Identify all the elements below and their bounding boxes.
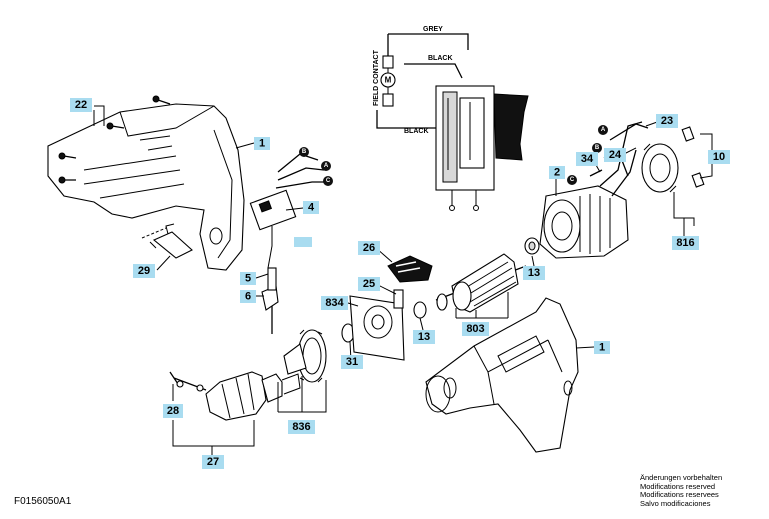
part-26-cover [387,255,433,283]
svg-text:22: 22 [75,99,87,111]
svg-text:34: 34 [581,153,594,165]
part-label-2: 2 [549,166,565,179]
part-label-22: 22 [70,98,92,112]
motor-symbol-letter: M [385,76,392,85]
wire-marker-b-right: B [592,143,602,153]
modifications-footnote: Änderungen vorbehalten Modifications res… [640,473,723,508]
svg-text:23: 23 [661,115,673,127]
part-label-27: 27 [202,455,224,469]
part-label-28: 28 [163,404,183,418]
part-label-6: 6 [240,290,256,303]
part-label-26: 26 [358,241,380,255]
svg-text:1: 1 [259,138,265,150]
svg-text:27: 27 [207,456,219,468]
wire-marker-c-left: C [323,176,333,186]
svg-text:2: 2 [554,167,560,179]
part-label-29: 29 [133,264,155,278]
part-label-4: 4 [303,201,319,214]
assembled-drill [425,297,579,453]
svg-text:4: 4 [308,202,315,214]
wire-label-grey: GREY [423,26,443,33]
wire-label-field-contact: FIELD CONTACT [373,49,380,106]
part-label-13-upper: 13 [523,266,545,280]
svg-text:6: 6 [245,291,251,303]
part-label-31: 31 [341,355,363,369]
svg-text:25: 25 [363,278,375,290]
housing-half-left [47,95,245,271]
svg-text:A: A [324,163,329,169]
drill-chuck [205,371,301,421]
wire-label-black-bottom: BLACK [404,128,429,135]
part-label-803: 803 [462,322,489,336]
svg-text:C: C [570,177,575,183]
part-label-34: 34 [576,152,598,166]
part-label-10: 10 [708,150,730,164]
carbon-brushes [681,126,705,188]
part-label-836: 836 [288,420,315,434]
field-contact-upper [382,55,394,69]
svg-text:C: C [326,178,331,184]
wire-marker-b-left: B [299,147,309,157]
wire-marker-a-left: A [321,161,331,171]
svg-text:803: 803 [466,323,484,335]
svg-text:13: 13 [528,267,540,279]
svg-text:B: B [302,149,307,155]
part-label-1-housing: 1 [254,137,270,150]
chuck-key [169,371,207,392]
field-stator [539,121,643,259]
svg-text:26: 26 [363,242,375,254]
wiring-schematic: GREY BLACK FIELD CONTACT M BLACK [373,26,529,211]
gear-assembly [283,323,355,383]
part-label-23: 23 [656,114,678,128]
cord-and-switch [249,153,325,334]
svg-text:5: 5 [245,273,251,285]
part-label-25: 25 [358,277,380,291]
part-label-13-lower: 13 [413,330,435,344]
blank-callout [294,237,312,247]
svg-text:10: 10 [713,151,725,163]
svg-text:24: 24 [609,149,622,161]
footnote-line-de: Änderungen vorbehalten [640,473,723,482]
part-29-clip [141,223,193,259]
svg-text:1: 1 [599,342,605,354]
armature [435,237,540,313]
svg-text:816: 816 [676,237,694,249]
field-contact-lower [382,93,394,107]
part-label-1-drill: 1 [594,341,610,354]
part-label-834: 834 [321,296,348,310]
drawing-code: F0156050A1 [14,496,72,507]
part-label-24: 24 [604,148,626,162]
svg-text:13: 13 [418,331,430,343]
part-label-816: 816 [672,236,699,250]
wire-marker-a-right: A [598,125,608,135]
brush-holder-ring [641,143,679,193]
footnote-line-es: Salvo modificaciones [640,498,711,508]
footnote-line-en: Modifications reserved [640,481,716,491]
wire-label-black-top: BLACK [428,55,453,62]
svg-text:834: 834 [325,297,344,309]
gear-plate [349,289,427,361]
svg-text:A: A [601,127,606,133]
switch-assembly [435,85,529,211]
svg-text:28: 28 [167,405,179,417]
footnote-line-fr: Modifications reservees [640,490,719,500]
part-label-5: 5 [240,272,256,285]
svg-text:836: 836 [292,421,310,433]
svg-text:B: B [595,145,600,151]
svg-text:31: 31 [346,356,358,368]
wire-marker-c-right: C [567,175,577,185]
svg-text:29: 29 [138,265,150,277]
